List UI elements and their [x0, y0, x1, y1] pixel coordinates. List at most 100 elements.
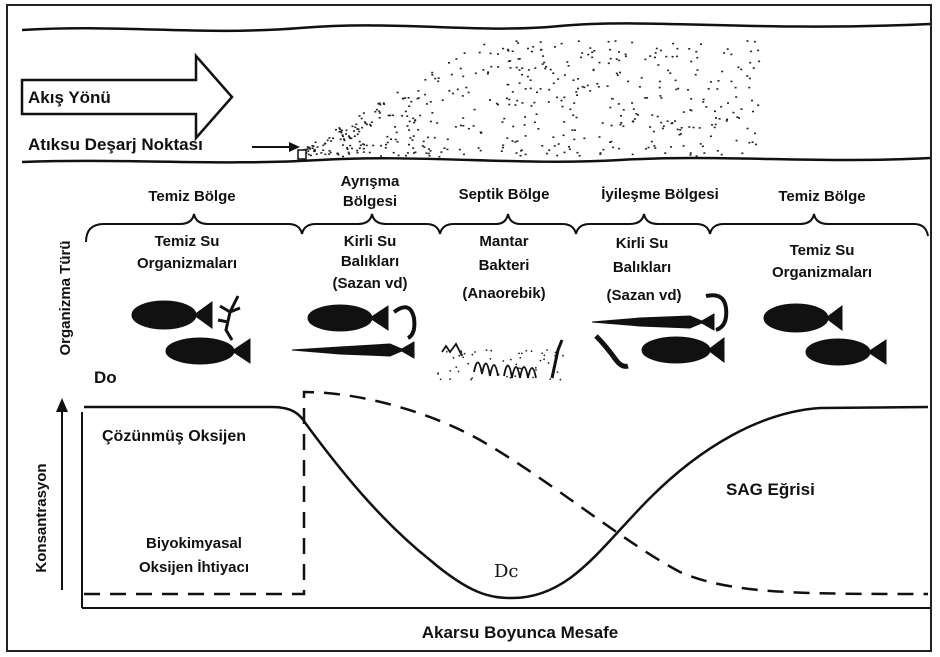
plume-dot	[747, 40, 749, 42]
plume-dot	[561, 43, 563, 45]
dissolved-oxygen-label: Çözünmüş Oksijen	[102, 428, 246, 445]
organism-clean-1-line1: Temiz Su	[155, 233, 220, 250]
bacteria-dot	[514, 375, 516, 377]
plume-dot	[591, 57, 593, 59]
plume-dot	[438, 156, 440, 158]
plume-dot	[406, 115, 408, 117]
plume-dot	[579, 155, 581, 157]
plume-dot	[363, 112, 365, 114]
plume-dot	[427, 137, 429, 139]
plume-dot	[683, 145, 685, 147]
plume-dot	[530, 88, 532, 90]
plume-dot	[677, 129, 679, 131]
plume-dot	[736, 140, 738, 142]
plume-dot	[695, 51, 697, 53]
plume-dot	[620, 124, 622, 126]
plume-dot	[490, 53, 492, 55]
plume-dot	[418, 97, 420, 99]
sag-curve-label: SAG Eğrisi	[726, 480, 815, 499]
plume-dot	[483, 44, 485, 46]
zone-brace	[710, 214, 928, 236]
plume-dot	[599, 62, 601, 64]
plume-dot	[357, 134, 359, 136]
plume-dot	[423, 146, 425, 148]
plume-dot	[341, 130, 343, 132]
plume-dot	[721, 154, 723, 156]
bacteria-dot	[464, 353, 466, 355]
plume-dot	[656, 48, 658, 50]
plume-dot	[531, 51, 533, 53]
pollution-plume	[300, 40, 760, 157]
plume-dot	[714, 111, 716, 113]
bacteria-dot	[554, 355, 556, 357]
organism-fungi-line3: (Anaorebik)	[462, 285, 545, 302]
plume-dot	[442, 99, 444, 101]
plume-dot	[440, 151, 442, 153]
plume-dot	[657, 116, 659, 118]
plume-dot	[593, 50, 595, 52]
plume-dot	[507, 50, 509, 52]
plume-dot	[434, 78, 436, 80]
plume-dot	[556, 155, 558, 157]
plume-dot	[697, 69, 699, 71]
plume-dot	[569, 109, 571, 111]
plume-dot	[520, 155, 522, 157]
plume-dot	[580, 57, 582, 59]
plume-dot	[414, 152, 416, 154]
plume-dot	[361, 127, 363, 129]
plume-dot	[385, 147, 387, 149]
plume-dot	[543, 62, 545, 64]
plume-dot	[639, 86, 641, 88]
plume-dot	[371, 121, 373, 123]
plume-dot	[455, 126, 457, 128]
plume-dot	[611, 125, 613, 127]
plume-dot	[512, 126, 514, 128]
plume-dot	[369, 152, 371, 154]
plume-dot	[710, 81, 712, 83]
zone-label-recovery: İyileşme Bölgesi	[601, 186, 719, 203]
plume-dot	[632, 120, 634, 122]
worm-icon	[394, 307, 414, 338]
bacteria-dot	[455, 366, 457, 368]
plume-dot	[370, 125, 372, 127]
plume-dot	[379, 104, 381, 106]
fish-icon	[806, 339, 886, 365]
plume-dot	[675, 80, 677, 82]
y-axis-arrow-icon	[56, 398, 68, 412]
plume-dot	[507, 84, 509, 86]
plume-dot	[353, 130, 355, 132]
plume-dot	[354, 127, 356, 129]
plume-dot	[676, 48, 678, 50]
discharge-point-label: Atıksu Deşarj Noktası	[28, 135, 203, 154]
zone-label-decomposition-line1: Ayrışma	[341, 173, 400, 190]
plume-dot	[573, 102, 575, 104]
plume-dot	[423, 141, 425, 143]
bacteria-dot	[525, 350, 527, 352]
plume-dot	[710, 136, 712, 138]
plume-dot	[357, 152, 359, 154]
organism-dirty-2-line3: (Sazan vd)	[606, 287, 681, 304]
bacteria-dot	[489, 373, 491, 375]
plume-dot	[544, 68, 546, 70]
plume-dot	[573, 79, 575, 81]
plume-dot	[619, 72, 621, 74]
plume-dot	[618, 103, 620, 105]
bacteria-dot	[461, 354, 463, 356]
plume-dot	[405, 111, 407, 113]
plume-dot	[345, 133, 347, 135]
plume-dot	[464, 52, 466, 54]
plume-dot	[653, 131, 655, 133]
bacteria-dot	[541, 352, 543, 354]
plume-dot	[738, 117, 740, 119]
plume-dot	[419, 115, 421, 117]
plume-dot	[645, 148, 647, 150]
bacteria-dot	[462, 357, 464, 359]
plume-dot	[358, 131, 360, 133]
plume-dot	[548, 149, 550, 151]
bacteria-dot	[506, 366, 508, 368]
plume-dot	[651, 114, 653, 116]
plume-dot	[342, 136, 344, 138]
plume-dot	[437, 81, 439, 83]
bacteria-dot	[532, 377, 534, 379]
